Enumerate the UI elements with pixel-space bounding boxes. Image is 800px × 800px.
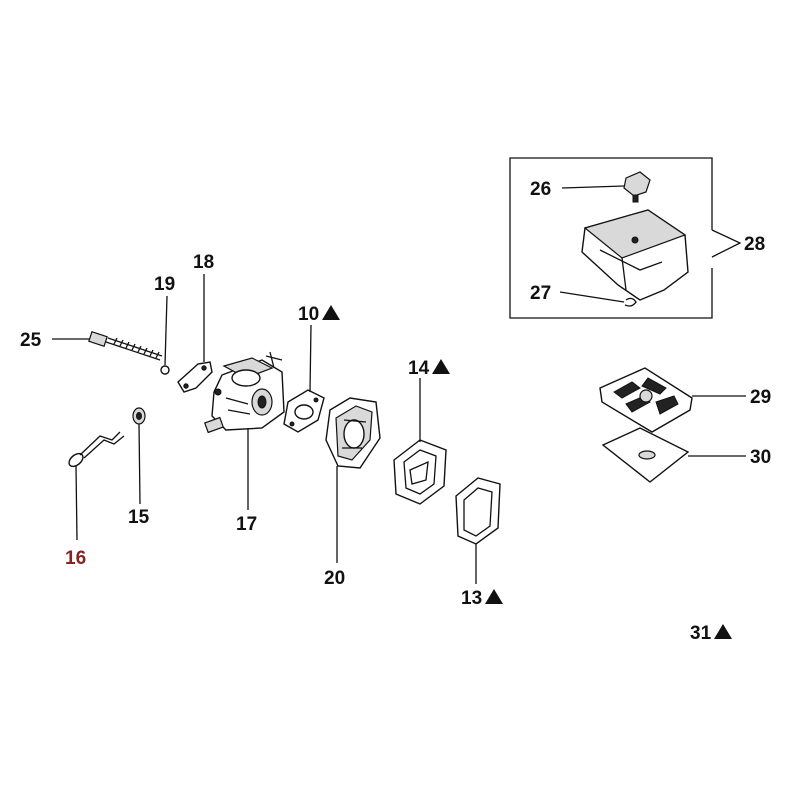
callout-14: 14 (408, 358, 430, 379)
callout-19: 19 (154, 274, 175, 295)
lever-part-18 (177, 361, 213, 393)
leader-26 (561, 185, 625, 189)
insulator-part-20 (325, 397, 381, 469)
callout-30: 30 (750, 447, 771, 468)
callout-26: 26 (530, 179, 551, 200)
leader-28 (711, 229, 742, 258)
clip-part-27 (624, 297, 637, 307)
callout-31: 31 (690, 623, 712, 644)
filter-group-box (509, 157, 713, 319)
callout-13-triangle (485, 589, 503, 604)
callout-14-triangle (432, 359, 450, 374)
callout-18: 18 (193, 252, 214, 273)
leader-19 (164, 295, 168, 366)
callout-17: 17 (236, 514, 257, 535)
callout-29: 29 (750, 387, 771, 408)
gasket-part-10 (283, 389, 325, 433)
callout-13: 13 (461, 588, 482, 609)
callout-25: 25 (20, 330, 42, 351)
filter-base-part-30 (601, 427, 690, 483)
callout-27: 27 (530, 283, 551, 304)
choke-rod-part-16 (68, 431, 125, 468)
callout-15: 15 (128, 507, 150, 528)
grommet-part-15 (132, 407, 146, 425)
filter-plate-part-29 (599, 367, 693, 433)
leader-16 (75, 465, 78, 541)
air-filter-cover (581, 209, 689, 301)
leader-10 (309, 324, 312, 393)
callout-10: 10 (298, 304, 319, 325)
callout-16: 16 (65, 548, 86, 569)
screw-part-25 (88, 331, 163, 361)
gasket-part-13 (455, 477, 501, 545)
gasket-part-14 (393, 439, 447, 505)
washer-part-19 (160, 365, 170, 375)
callout-31-triangle (714, 624, 732, 639)
leader-27 (559, 291, 625, 303)
leader-15 (138, 423, 141, 505)
callout-28: 28 (744, 234, 765, 255)
carburetor-part-17 (204, 351, 285, 434)
callout-20: 20 (324, 568, 345, 589)
knob-part-26 (623, 171, 651, 203)
callout-10-triangle (322, 305, 340, 320)
